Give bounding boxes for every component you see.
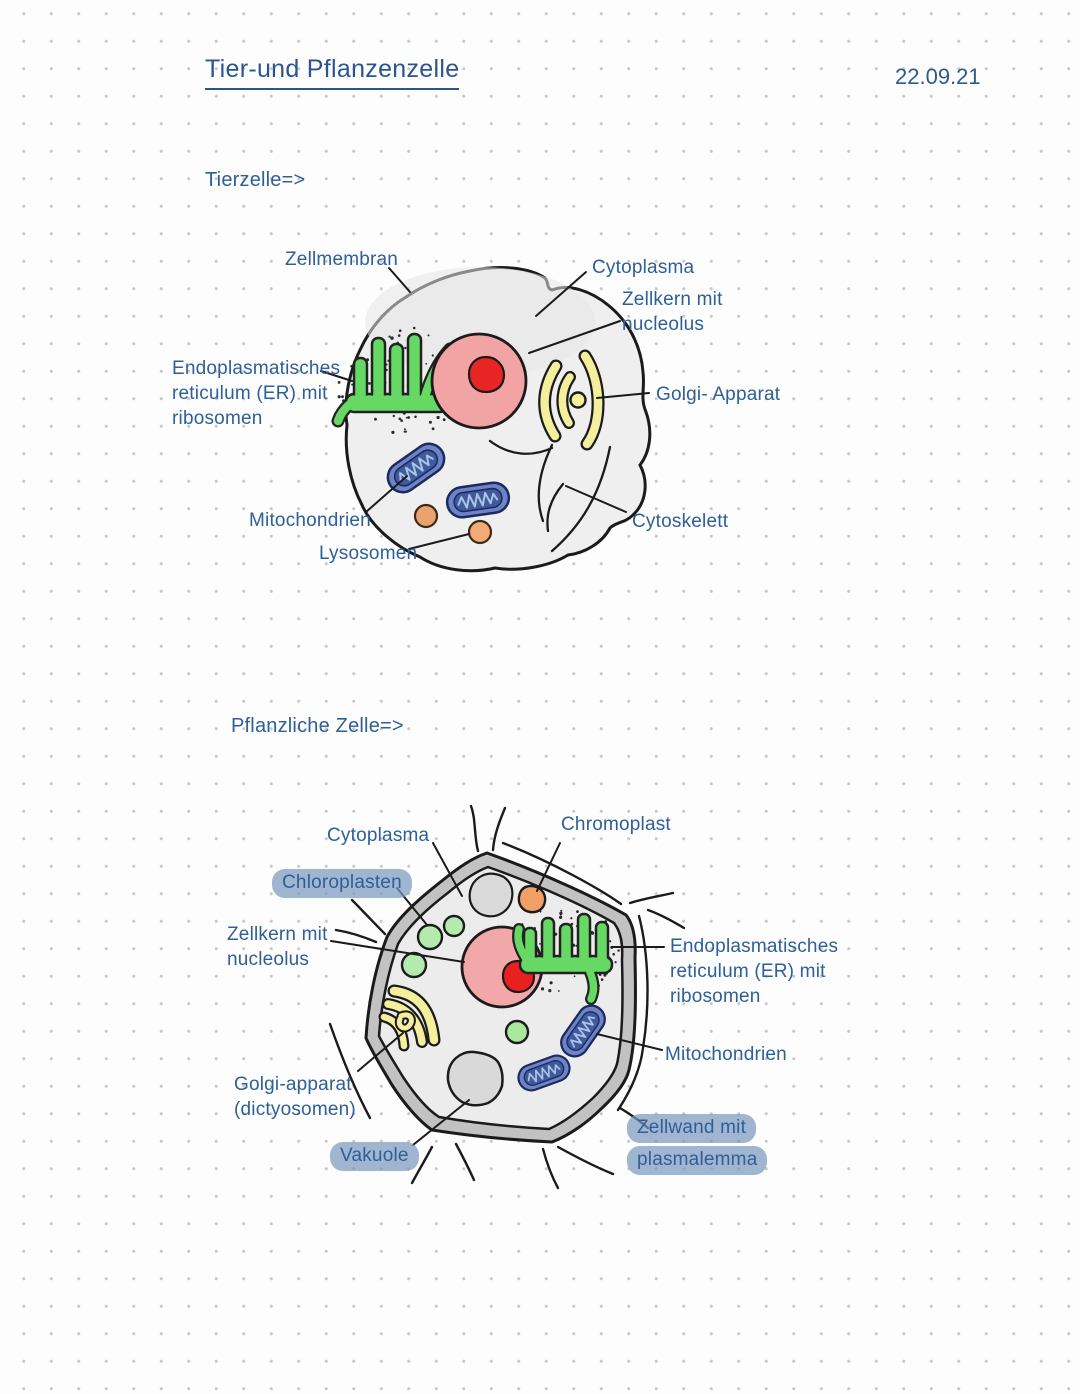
plant-chromoplast xyxy=(517,884,547,914)
label-cytoplasma-plant: Cytoplasma xyxy=(327,825,430,846)
label-cytoskelett: Cytoskelett xyxy=(632,511,729,532)
animal-section-heading: Tierzelle=> xyxy=(205,169,306,191)
label-cytoplasma-animal: Cytoplasma xyxy=(592,257,695,278)
label-vakuole: Vakuole xyxy=(330,1142,419,1172)
animal-lysosome xyxy=(467,519,493,545)
animal-cell-diagram xyxy=(320,265,652,573)
label-zellkern-animal: Zellkern mit nucleolus xyxy=(622,289,723,336)
label-lysosomen: Lysosomen xyxy=(319,543,418,564)
label-golgi-plant: Golgi-apparat (dictyosomen) xyxy=(234,1074,356,1121)
label-er-plant: Endoplasmatisches reticulum (ER) mit rib… xyxy=(670,936,839,1008)
label-zellkern-plant: Zellkern mit nucleolus xyxy=(227,924,328,971)
plant-leader-lines xyxy=(330,842,665,1146)
label-er-animal: Endoplasmatisches reticulum (ER) mit rib… xyxy=(172,358,341,430)
plant-vacuole xyxy=(446,1050,504,1107)
plant-section-heading: Pflanzliche Zelle=> xyxy=(231,715,404,737)
animal-lysosome xyxy=(413,503,439,529)
vakuole-highlight: Vakuole xyxy=(330,1142,419,1172)
plant-er xyxy=(512,912,614,1005)
plant-gray-vesicle xyxy=(468,872,514,918)
label-chromoplast: Chromoplast xyxy=(561,814,671,835)
label-mitochondrien-plant: Mitochondrien xyxy=(665,1044,787,1065)
plant-chloroplasts xyxy=(400,914,530,1045)
zellwand-highlight-line2: plasmalemma xyxy=(627,1146,768,1176)
animal-cytoskeleton-lines xyxy=(488,439,612,553)
plant-cell-diagram xyxy=(328,804,686,1190)
chloroplasten-highlight: Chloroplasten xyxy=(272,869,412,899)
animal-nucleolus xyxy=(467,355,506,394)
page-title: Tier-und Pflanzenzelle xyxy=(205,55,460,90)
animal-mitochondrion xyxy=(445,481,511,519)
plant-golgi xyxy=(378,984,441,1052)
plant-mitochondrion xyxy=(560,1004,606,1058)
page-date: 22.09.21 xyxy=(895,64,981,89)
zellwand-highlight-line1: Zellwand mit xyxy=(627,1114,757,1144)
animal-golgi xyxy=(538,349,605,451)
label-chloroplasten: Chloroplasten xyxy=(272,869,412,899)
label-zellmembran: Zellmembran xyxy=(285,249,399,270)
label-mitochondrien-animal: Mitochondrien xyxy=(249,510,371,531)
plant-mitochondrion xyxy=(517,1054,571,1092)
animal-leader-lines xyxy=(320,267,650,550)
label-golgi-animal: Golgi- Apparat xyxy=(656,384,781,405)
